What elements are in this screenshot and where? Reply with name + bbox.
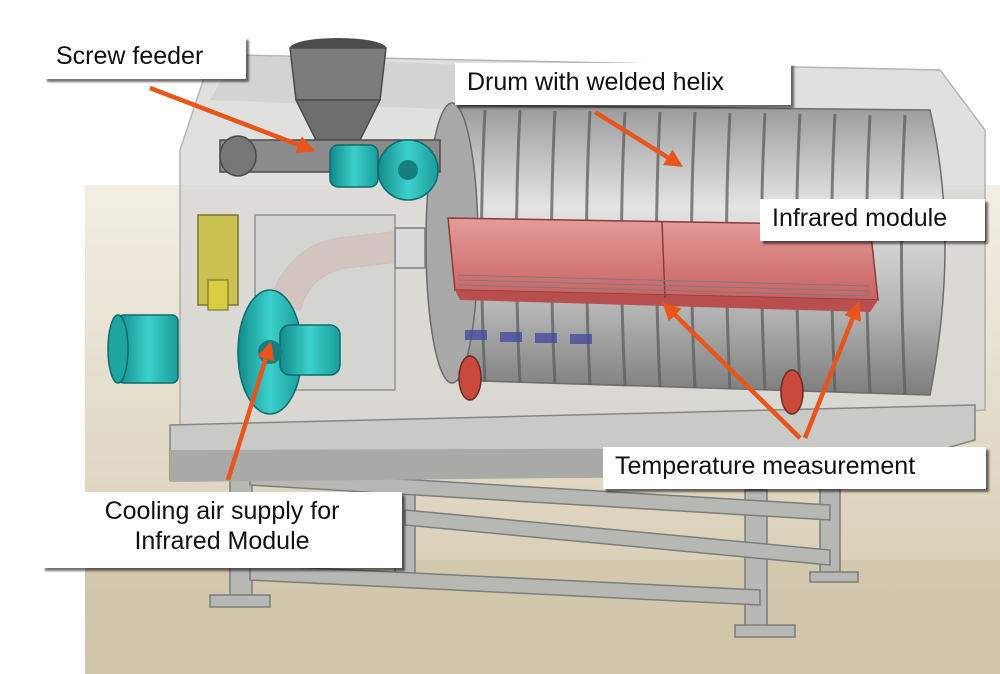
arrow-drum [593,110,684,167]
feeder-motor [329,139,439,201]
arrow-screw-feeder [149,85,316,154]
callout-arrows [149,85,862,481]
arrow-temperature-1 [662,302,802,440]
label-drum-with-welded-helix: Drum with welded helix [455,63,791,105]
label-cooling-air-supply: Cooling air supply for Infrared Module [42,492,402,568]
label-infrared-module: Infrared module [760,199,985,241]
floor-shadow [85,560,1000,674]
drum-rollers [458,355,804,415]
arrow-cooling [225,341,275,481]
duct-flange [394,227,426,269]
arrow-temperature-2 [802,301,862,439]
label-temperature-measurement: Temperature measurement [603,447,986,489]
label-screw-feeder: Screw feeder [44,37,246,79]
